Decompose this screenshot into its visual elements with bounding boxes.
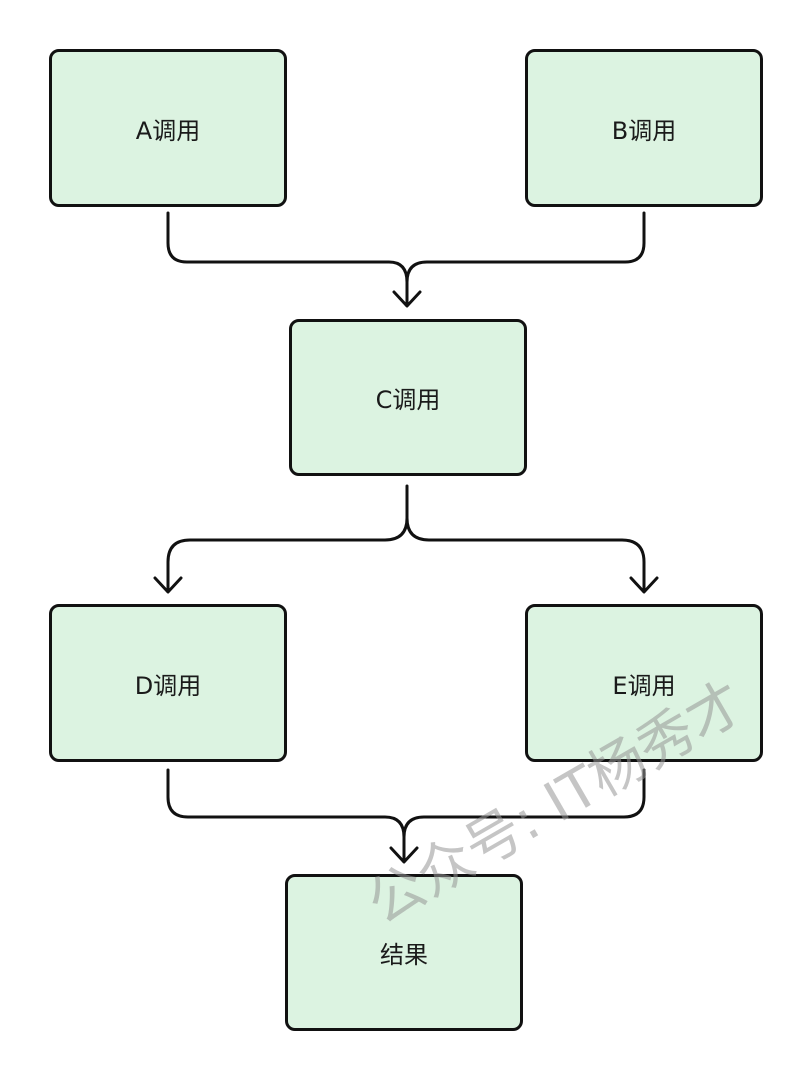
arrowhead-c	[392, 290, 422, 308]
edge-d-to-result	[166, 768, 406, 862]
node-b-call: B调用	[525, 49, 763, 207]
node-result: 结果	[285, 874, 523, 1031]
edge-b-to-c	[405, 211, 646, 284]
node-a-label: A调用	[135, 116, 201, 145]
arrowhead-e	[629, 576, 659, 594]
node-a-call: A调用	[49, 49, 287, 207]
node-b-label: B调用	[611, 116, 677, 145]
node-c-label: C调用	[375, 386, 441, 414]
edge-a-to-c	[166, 211, 409, 307]
node-e-call: E调用	[525, 604, 763, 762]
node-result-label: 结果	[380, 941, 428, 969]
node-c-call: C调用	[289, 319, 527, 476]
node-d-call: D调用	[49, 604, 287, 762]
edge-c-to-e	[405, 516, 646, 592]
node-d-label: D调用	[134, 671, 202, 700]
node-e-label: E调用	[612, 671, 676, 700]
edge-c-to-d	[166, 484, 409, 592]
arrowhead-d	[153, 576, 183, 594]
